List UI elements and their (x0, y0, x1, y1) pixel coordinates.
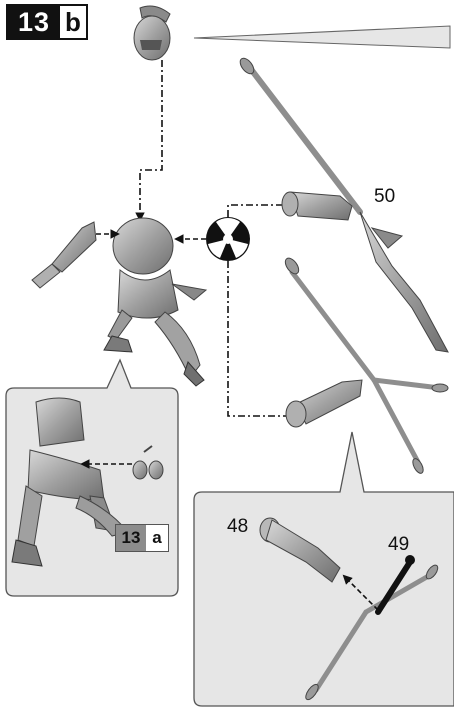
part-label-50: 50 (374, 186, 395, 208)
part-label-49: 49 (388, 534, 409, 556)
assembly-symbol-icon (206, 217, 250, 261)
sub-step-badge: 13 a (115, 524, 169, 552)
guide-helmet-to-body (140, 60, 162, 220)
spear-part-lower (283, 256, 448, 475)
guide-symbol-to-arm-spear (228, 261, 286, 416)
part-label-48: 48 (227, 516, 248, 538)
right-arm-part-spear (286, 380, 362, 427)
pointer-wedge (194, 26, 450, 48)
helmet-part (134, 6, 170, 60)
left-arm-part (32, 222, 96, 288)
sub-step-letter: a (146, 525, 168, 551)
right-arm-part-50 (282, 192, 352, 220)
guide-symbol-to-arm50 (228, 205, 286, 217)
sub-step-number: 13 (116, 525, 146, 551)
